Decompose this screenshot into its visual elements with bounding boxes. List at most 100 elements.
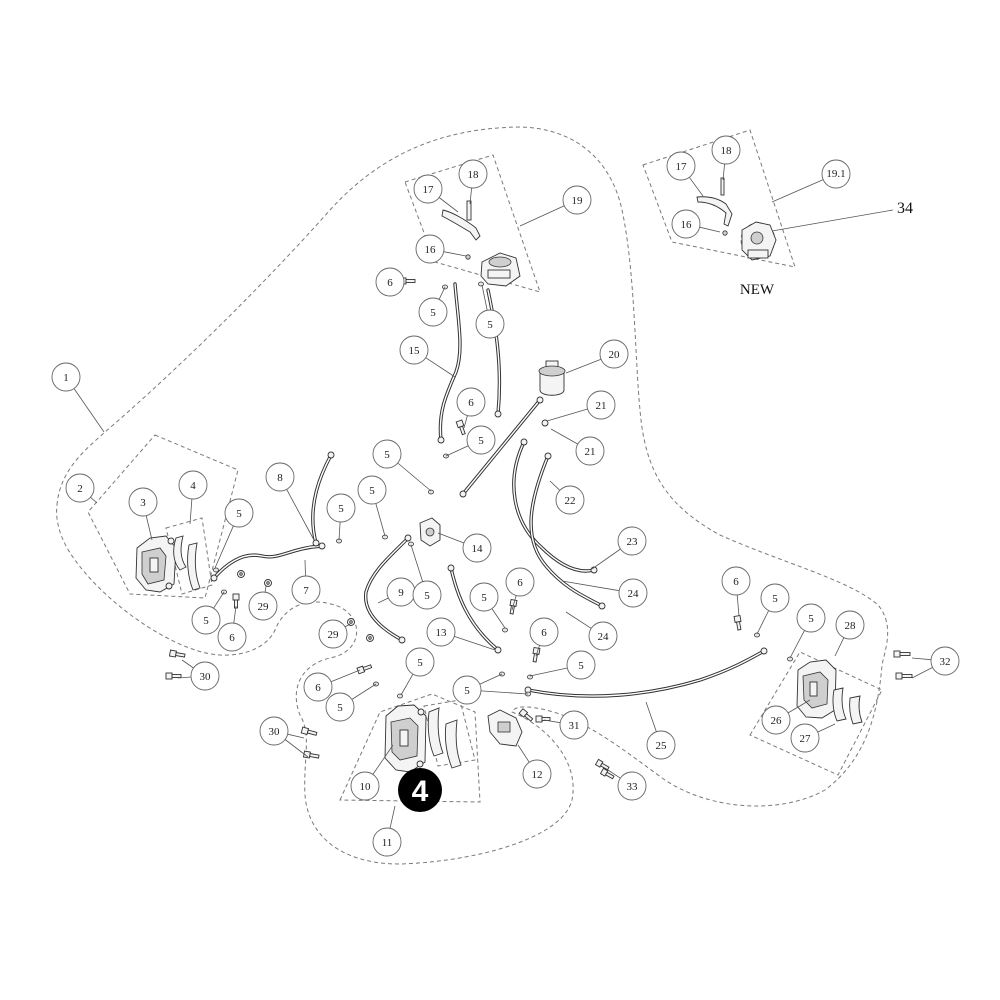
tube-highlight <box>530 455 603 607</box>
callout-24: 24 <box>565 611 618 651</box>
lever-17 <box>441 209 481 241</box>
washers-5 <box>213 281 793 699</box>
leader-line <box>213 591 225 609</box>
callout-circle <box>790 723 820 753</box>
callout-circle <box>458 159 488 189</box>
callout-number: 8 <box>277 472 283 484</box>
callout-circle <box>413 174 443 204</box>
bolt <box>599 767 615 780</box>
bolt <box>302 750 320 759</box>
washer <box>428 489 434 495</box>
callout-20: 20 <box>565 339 629 374</box>
bolts <box>165 277 913 780</box>
callout-number: 5 <box>430 307 436 319</box>
callout-circle <box>586 390 616 420</box>
callout-19-1: 19.1 <box>771 159 851 203</box>
callout-number: 5 <box>464 685 470 697</box>
nuts-29 <box>237 570 374 642</box>
callout-circle <box>711 135 741 165</box>
callout-15: 15 <box>399 335 456 378</box>
callout-circle <box>721 566 751 596</box>
callout-circle <box>326 493 356 523</box>
callout-number: 5 <box>369 485 375 497</box>
tube-highlight <box>439 283 461 441</box>
callout-circle <box>599 339 629 369</box>
bolt <box>733 614 742 631</box>
callout-6: 6 <box>721 566 751 617</box>
leader-line <box>375 503 386 537</box>
callout-number: 21 <box>585 446 596 458</box>
washer <box>213 567 219 573</box>
leader-line <box>454 636 496 651</box>
callout-number: 23 <box>627 536 639 548</box>
callout-number: 6 <box>315 682 321 694</box>
callout-5: 5 <box>756 583 790 635</box>
callout-5: 5 <box>357 475 387 537</box>
system-outline <box>56 126 889 865</box>
fitting <box>437 436 445 444</box>
rear-caliper-box <box>749 651 883 776</box>
leader-line <box>546 408 588 422</box>
fitting <box>210 574 218 582</box>
callout-circle <box>575 436 605 466</box>
callout-number: 6 <box>541 627 547 639</box>
callout-14: 14 <box>437 532 492 563</box>
caliper-3 <box>135 535 177 593</box>
callout-number: 20 <box>609 349 621 361</box>
callout-circle <box>555 485 585 515</box>
leader-line <box>834 637 845 657</box>
callout-number: 26 <box>771 715 783 727</box>
leader-line <box>550 428 578 445</box>
callout-circle <box>559 710 589 740</box>
callout-circle <box>259 716 289 746</box>
callout-circle <box>930 646 960 676</box>
leader-line <box>565 611 592 629</box>
callout-number: 9 <box>398 587 404 599</box>
callout-16: 16 <box>415 234 467 264</box>
callout-circle <box>372 439 402 469</box>
leader-line <box>437 532 465 544</box>
callout-circle <box>456 387 486 417</box>
washer <box>502 627 508 633</box>
brake-lines <box>212 282 766 698</box>
bolt <box>518 708 534 722</box>
leader-line <box>911 667 933 679</box>
callout-number: 5 <box>578 660 584 672</box>
bolt <box>532 646 541 663</box>
leader-line <box>736 594 740 617</box>
callout-number: 24 <box>598 631 610 643</box>
tube-highlight <box>213 545 323 579</box>
callout-17: 17 <box>413 174 459 213</box>
fitting <box>447 564 455 572</box>
callout-circle <box>399 335 429 365</box>
callout-number: 6 <box>517 577 523 589</box>
washer <box>397 693 403 699</box>
callout-circle <box>796 603 826 633</box>
callout-circle <box>466 425 496 455</box>
fitting <box>494 410 502 418</box>
leader-line <box>284 739 309 758</box>
callout-4: 4 <box>178 470 208 525</box>
callout-number: 30 <box>200 671 212 683</box>
leader-line <box>351 683 377 700</box>
leader-line <box>145 515 153 541</box>
leader-line <box>511 595 517 611</box>
front-right-caliper-box <box>339 693 481 803</box>
fitting <box>760 647 768 655</box>
bolt <box>455 419 466 436</box>
callout-5: 5 <box>418 286 448 327</box>
leader-line <box>591 548 621 570</box>
callout-5: 5 <box>452 673 529 705</box>
caliper-10 <box>384 704 427 773</box>
callout-circle <box>618 578 648 608</box>
callout-5: 5 <box>400 647 435 696</box>
callout-circle <box>760 583 790 613</box>
callout-number: 22 <box>565 495 576 507</box>
leader-line <box>344 623 351 628</box>
callout-number: 4 <box>190 480 196 492</box>
callout-circle <box>452 675 482 705</box>
callout-number: 17 <box>423 184 435 196</box>
callout-circle <box>562 185 592 215</box>
callout-18: 18 <box>458 159 488 205</box>
